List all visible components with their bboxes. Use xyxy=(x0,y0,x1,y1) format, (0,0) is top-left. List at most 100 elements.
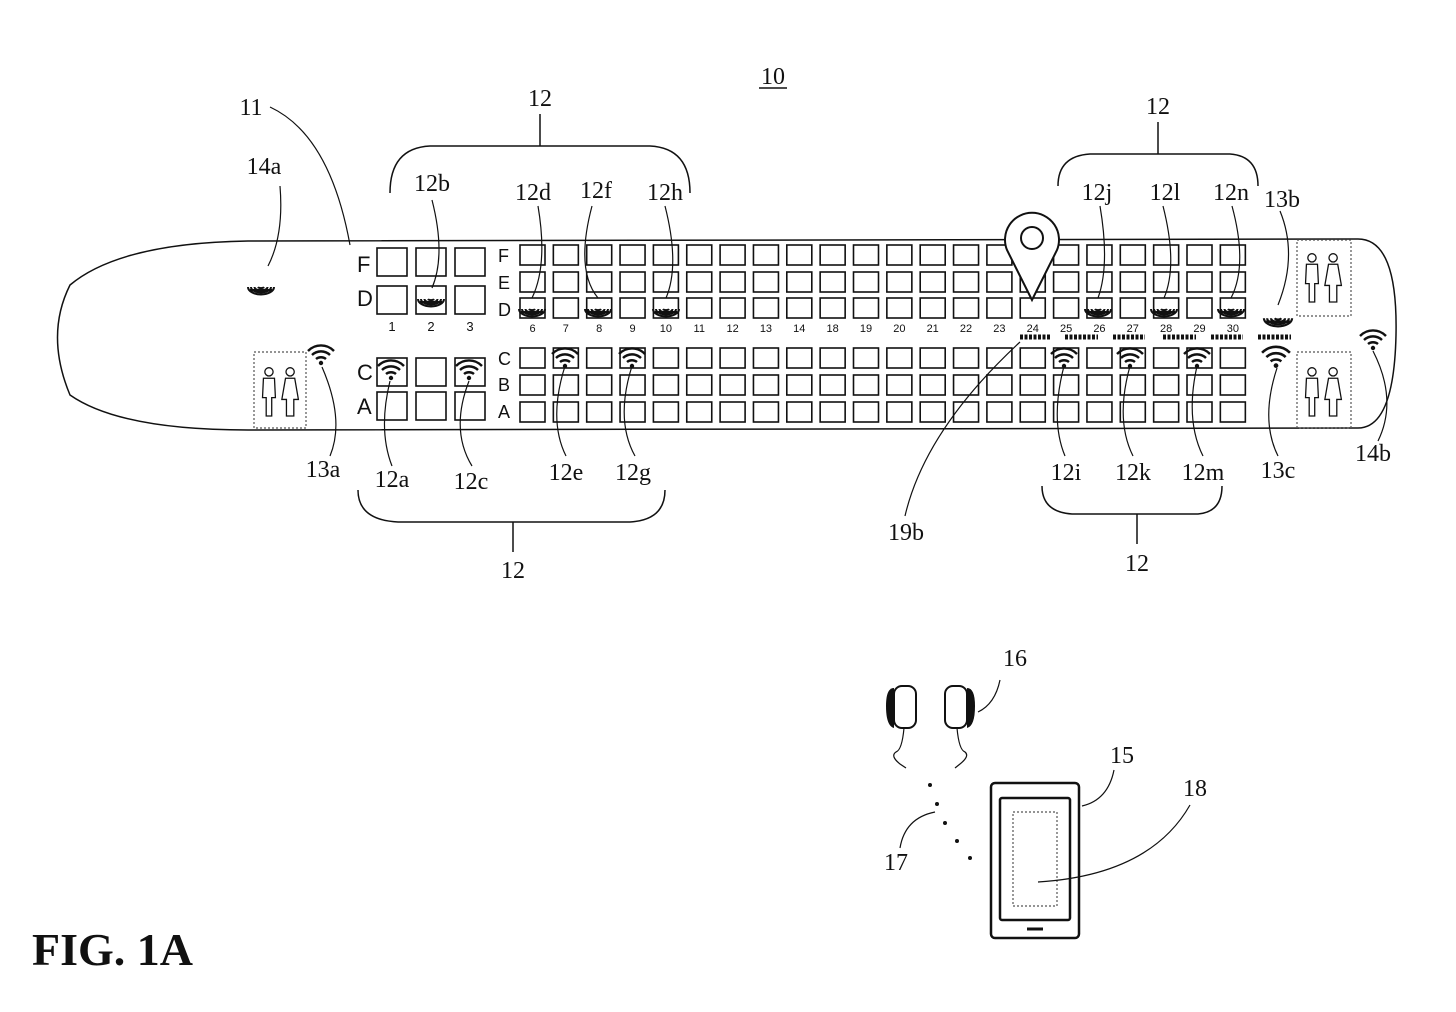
seat xyxy=(719,374,746,396)
seat xyxy=(1152,347,1180,369)
row-number: 29 xyxy=(1193,323,1205,335)
seat xyxy=(1086,347,1113,369)
seat xyxy=(719,347,746,369)
seat xyxy=(785,374,813,396)
seat xyxy=(852,271,880,293)
ref-label: 14a xyxy=(247,154,282,180)
seat xyxy=(376,391,408,421)
row-number: 6 xyxy=(529,323,535,335)
seat xyxy=(585,374,613,396)
seat xyxy=(519,347,546,369)
wifi-icon xyxy=(306,344,336,367)
seat xyxy=(919,244,947,266)
seat xyxy=(752,244,780,266)
row-number: 1 xyxy=(388,319,395,334)
seat xyxy=(952,401,980,423)
row-number: 11 xyxy=(694,323,705,335)
ref-label: 15 xyxy=(1110,743,1134,769)
seat xyxy=(1219,401,1247,423)
seat xyxy=(519,244,546,266)
row-letter: C xyxy=(498,349,511,369)
ref-label: 12 xyxy=(1146,94,1170,120)
seat xyxy=(1119,347,1147,369)
seat xyxy=(552,244,580,266)
seat xyxy=(986,271,1013,293)
row-number: 20 xyxy=(893,323,905,335)
row-number: 26 xyxy=(1093,323,1105,335)
ref-label: 13a xyxy=(306,457,341,483)
seat xyxy=(1219,374,1247,396)
seat xyxy=(415,391,447,421)
seat xyxy=(719,271,746,293)
seat xyxy=(1186,374,1213,396)
ref-label: 12d xyxy=(515,180,551,206)
row-number: 28 xyxy=(1160,323,1172,335)
seat xyxy=(685,401,713,423)
ref-label: 12f xyxy=(580,178,612,204)
main-seat-block xyxy=(519,244,1247,423)
seat xyxy=(819,244,846,266)
seat xyxy=(886,401,913,423)
row-number: 7 xyxy=(563,323,569,335)
ref-label: 12e xyxy=(549,460,584,486)
seat xyxy=(1219,271,1247,293)
row-number: 19 xyxy=(860,323,872,335)
row-number: 8 xyxy=(596,323,602,335)
ref-label: 12i xyxy=(1051,460,1082,486)
seat xyxy=(719,401,746,423)
ref-label: 12l xyxy=(1150,180,1181,206)
seat xyxy=(585,271,613,293)
seat xyxy=(519,401,546,423)
row-letter: A xyxy=(357,394,372,419)
broadcast-icon xyxy=(247,286,275,296)
seat xyxy=(1086,244,1113,266)
seat xyxy=(986,297,1013,319)
wifi-icon xyxy=(1358,329,1388,352)
seat xyxy=(886,374,913,396)
ref-label: 13c xyxy=(1261,458,1296,484)
broadcast-icon xyxy=(584,308,612,318)
seat xyxy=(1086,374,1113,396)
seat xyxy=(519,374,546,396)
seat xyxy=(986,347,1013,369)
seat xyxy=(919,271,947,293)
seat xyxy=(719,244,746,266)
seat xyxy=(652,244,680,266)
seat xyxy=(619,271,646,293)
seat xyxy=(952,374,980,396)
seat xyxy=(752,347,780,369)
lavatory-rear-upper xyxy=(1296,239,1352,317)
seat xyxy=(1086,401,1113,423)
seat xyxy=(1119,401,1147,423)
seat xyxy=(785,271,813,293)
mobile-device xyxy=(989,781,1081,940)
seat xyxy=(1119,244,1147,266)
seat xyxy=(719,297,746,319)
row-letter: D xyxy=(498,300,511,320)
broadcast-icon xyxy=(652,308,680,318)
ref-label: 12h xyxy=(647,180,683,206)
seat xyxy=(552,271,580,293)
seat xyxy=(752,297,780,319)
row-letter: B xyxy=(498,375,510,395)
seat xyxy=(685,244,713,266)
seat xyxy=(819,271,846,293)
broadcast-icon xyxy=(1217,308,1245,318)
seat xyxy=(1152,401,1180,423)
seat xyxy=(852,374,880,396)
seat xyxy=(1052,271,1080,293)
location-pin-icon xyxy=(1004,211,1060,303)
seat xyxy=(415,357,447,387)
ref-label: 13b xyxy=(1264,187,1300,213)
seat xyxy=(585,401,613,423)
row-number: 18 xyxy=(827,323,839,335)
seat xyxy=(619,374,646,396)
row-letter: E xyxy=(498,273,510,293)
seat xyxy=(585,347,613,369)
ref-label: 12m xyxy=(1182,460,1225,486)
row-letter: D xyxy=(357,286,373,311)
seat xyxy=(752,271,780,293)
row-number: 14 xyxy=(793,323,805,335)
ref-label: 12c xyxy=(454,469,489,495)
